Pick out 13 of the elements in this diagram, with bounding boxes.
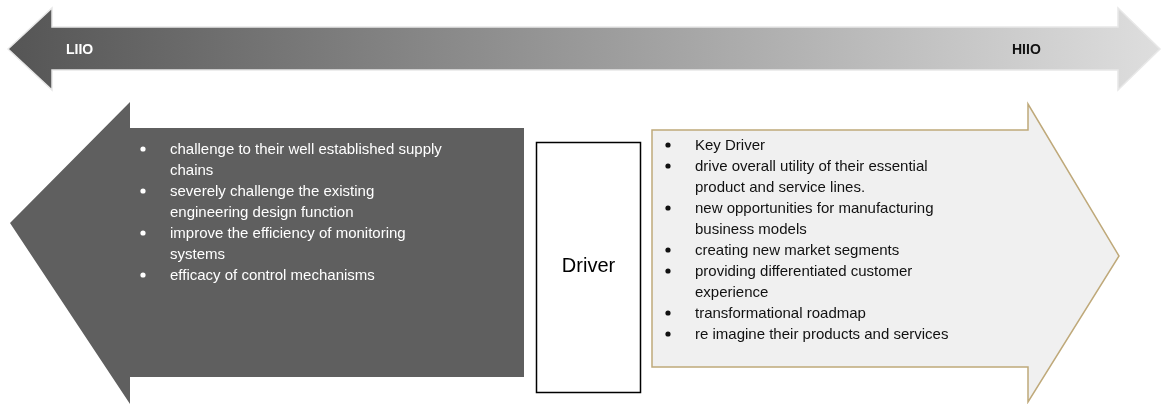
driver-label: Driver (560, 253, 617, 277)
bullet-item: re imagine their products and services (695, 324, 950, 344)
scale-label: LIIO (66, 41, 94, 57)
scale-label: HIIO (1012, 41, 1041, 57)
scale-arrow (8, 6, 1162, 92)
driver-box (536, 142, 641, 393)
left-arrow-shape (10, 102, 524, 404)
bullet-item: drive overall utility of their essential product and service lines. (695, 156, 929, 197)
bullet-item: transformational roadmap (695, 303, 867, 323)
bullet-item: efficacy of control mechanisms (170, 265, 376, 285)
bullet-item: Key Driver (695, 135, 766, 155)
bullet-item: creating new market segments (695, 240, 901, 260)
right-arrow-shape (652, 104, 1120, 402)
